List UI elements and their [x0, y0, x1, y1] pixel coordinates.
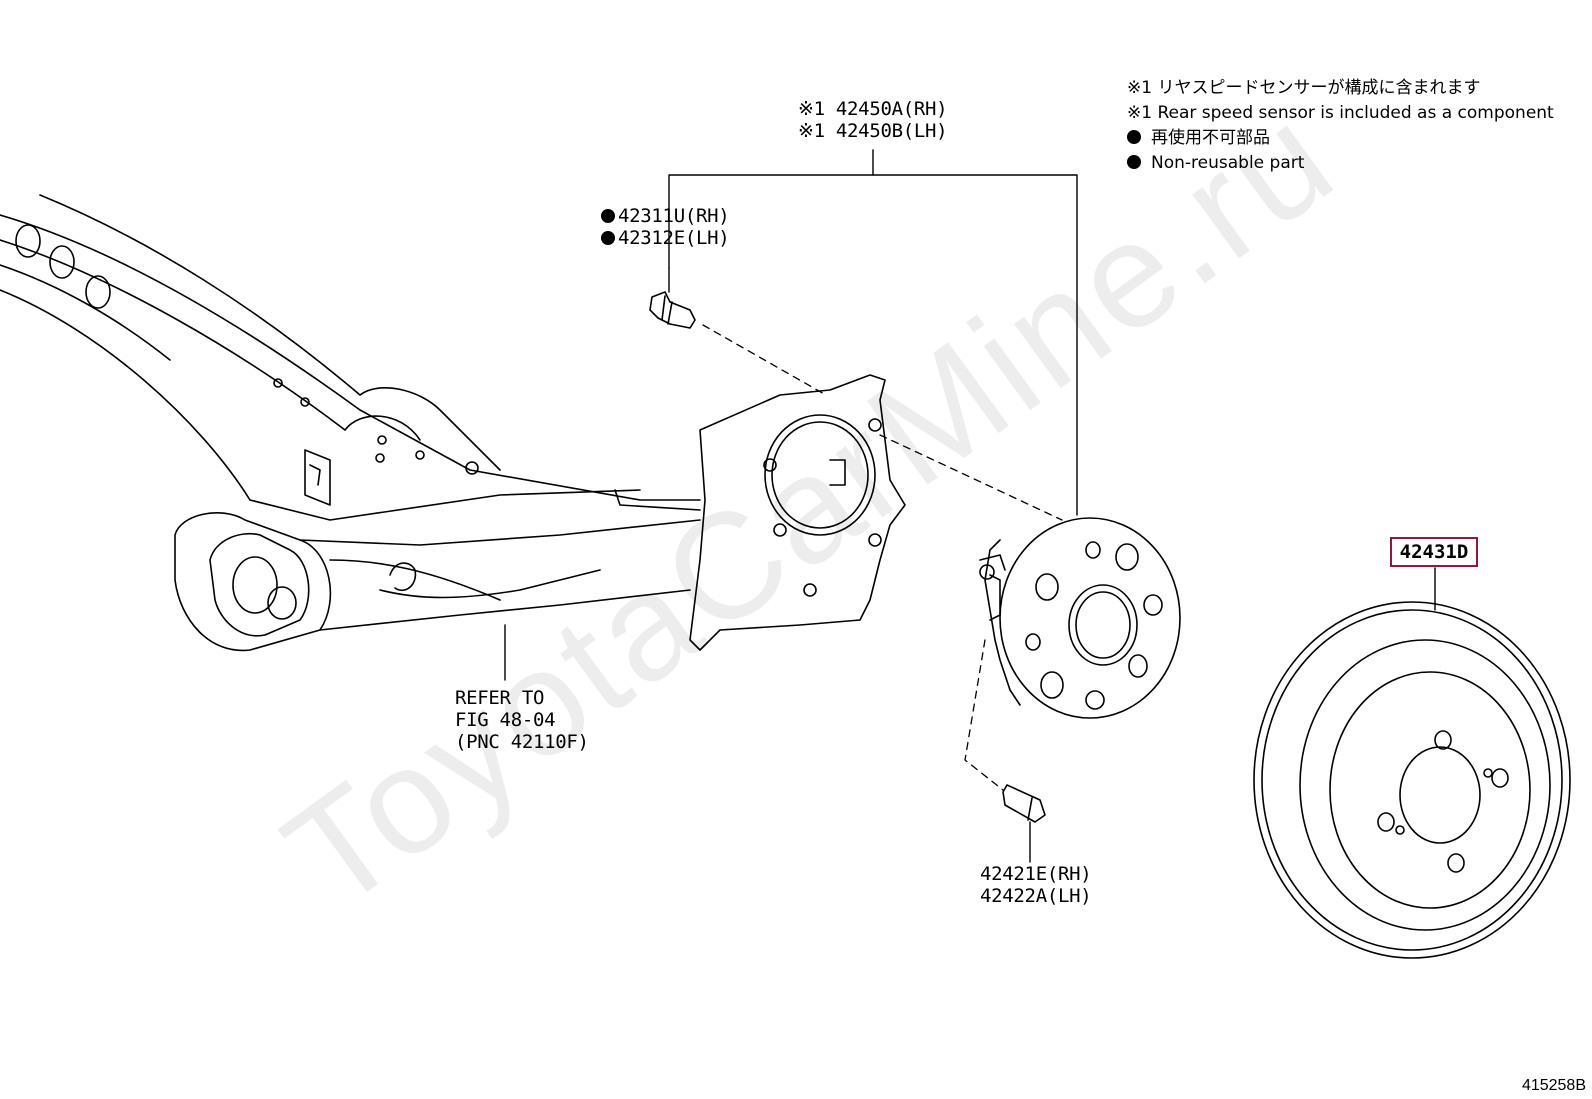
- note-en-nonreusable: Non-reusable part: [1151, 153, 1305, 173]
- hub-bolt-label: 42311U(RH) 42312E(LH): [601, 205, 730, 249]
- hub-assembly-label: ※1 42450A(RH) ※1 42450B(LH): [798, 98, 948, 142]
- refer-to-label: REFER TO FIG 48-04 (PNC 42110F): [455, 687, 589, 753]
- note-jp-component: ※1 リヤスピードセンサーが構成に含まれます: [1127, 78, 1481, 98]
- non-reusable-legend-icon: [1127, 155, 1141, 169]
- bolt-lh-label: 42312E(LH): [618, 227, 730, 249]
- sensor-bolt-label: 42421E(RH) 42422A(LH): [980, 863, 1092, 907]
- figure-id: 415258B: [1521, 1077, 1586, 1094]
- non-reusable-legend-icon: [1127, 130, 1141, 144]
- brake-drum-drawing: [1253, 601, 1571, 959]
- non-reusable-bullet-icon: [601, 231, 615, 245]
- hub-rh-label: ※1 42450A(RH): [798, 98, 948, 120]
- axle-beam-drawing: [0, 194, 701, 652]
- hub-bearing-drawing: [979, 517, 1181, 719]
- brake-drum-part-number: 42431D: [1399, 541, 1469, 563]
- refer-line-2: FIG 48-04: [455, 709, 556, 731]
- bolt-rh-label: 42311U(RH): [618, 205, 730, 227]
- sensor-bolt-lh-label: 42422A(LH): [980, 885, 1092, 907]
- knuckle-drawing: [689, 374, 906, 651]
- leader-lines: [504, 149, 1436, 863]
- legend-notes: ※1 リヤスピードセンサーが構成に含まれます ※1 Rear speed sen…: [1127, 76, 1554, 176]
- note-en-component: ※1 Rear speed sensor is included as a co…: [1127, 103, 1554, 123]
- hub-lh-label: ※1 42450B(LH): [798, 120, 948, 142]
- refer-line-3: (PNC 42110F): [455, 731, 589, 753]
- non-reusable-bullet-icon: [601, 209, 615, 223]
- dashed-guides: [702, 324, 1063, 791]
- refer-line-1: REFER TO: [455, 687, 545, 709]
- note-jp-nonreusable: 再使用不可部品: [1151, 128, 1270, 148]
- hub-bolt-drawing: [649, 291, 696, 329]
- brake-drum-part-link[interactable]: 42431D: [1390, 537, 1478, 567]
- sensor-bolt-drawing: [1002, 784, 1046, 823]
- sensor-bolt-rh-label: 42421E(RH): [980, 863, 1092, 885]
